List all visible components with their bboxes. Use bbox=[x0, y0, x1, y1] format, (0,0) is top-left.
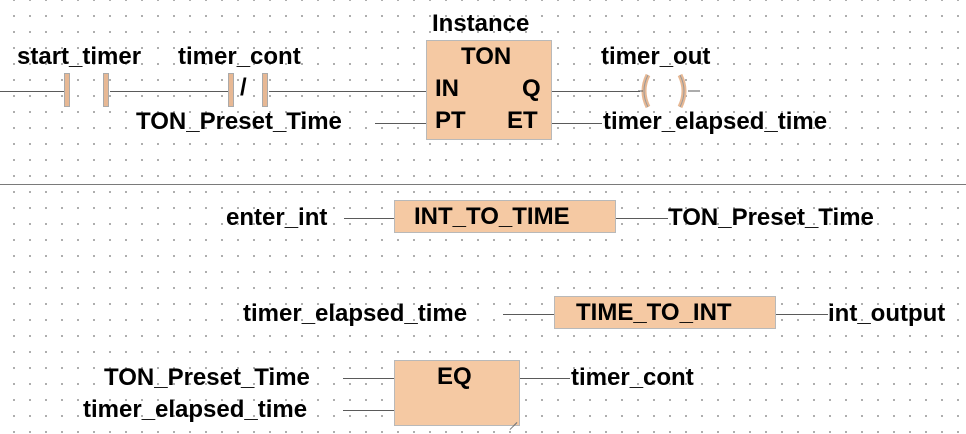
start-timer-contact-left-bar[interactable] bbox=[64, 73, 70, 107]
timer-cont-contact-left-bar[interactable] bbox=[228, 73, 234, 107]
eq-input2-wire bbox=[343, 410, 394, 411]
ton-preset-time-output[interactable]: TON_Preset_Time bbox=[668, 204, 874, 231]
ton-function-block[interactable] bbox=[426, 40, 552, 140]
time-to-int-output-wire bbox=[776, 314, 828, 315]
timer-out-coil[interactable] bbox=[638, 71, 700, 111]
start-timer-contact-right-bar[interactable] bbox=[103, 73, 109, 107]
ton-pt-variable[interactable]: TON_Preset_Time bbox=[136, 108, 342, 135]
ton-block-title: TON bbox=[461, 43, 512, 70]
rung1-wire-left bbox=[0, 91, 64, 92]
int-to-time-input-wire bbox=[344, 218, 394, 219]
int-to-time-title: INT_TO_TIME bbox=[414, 203, 570, 230]
pt-input-wire bbox=[375, 123, 426, 124]
eq-input1-wire bbox=[343, 378, 394, 379]
rung-separator bbox=[0, 184, 966, 185]
eq-block[interactable] bbox=[394, 360, 520, 426]
timer-elapsed-time-input[interactable]: timer_elapsed_time bbox=[243, 300, 468, 327]
int-to-time-block[interactable] bbox=[394, 200, 616, 233]
timer-cont-label: timer_cont bbox=[178, 43, 301, 70]
eq-input-ton-preset-time[interactable]: TON_Preset_Time bbox=[104, 364, 310, 391]
eq-block-resize-grip[interactable] bbox=[507, 413, 517, 423]
timer-cont-negation-symbol: / bbox=[240, 74, 247, 101]
et-output-wire bbox=[552, 123, 602, 124]
time-to-int-input-wire bbox=[503, 314, 554, 315]
time-to-int-title: TIME_TO_INT bbox=[576, 299, 732, 326]
eq-input-timer-elapsed-time[interactable]: timer_elapsed_time bbox=[83, 396, 308, 423]
rung1-wire-mid bbox=[110, 91, 228, 92]
enter-int-input[interactable]: enter_int bbox=[226, 204, 328, 231]
q-output-wire bbox=[552, 91, 640, 92]
instance-label: Instance bbox=[432, 10, 530, 37]
timer-cont-contact-right-bar[interactable] bbox=[262, 73, 268, 107]
time-to-int-block[interactable] bbox=[554, 296, 776, 329]
ton-pin-q: Q bbox=[522, 75, 541, 102]
int-to-time-output-wire bbox=[616, 218, 668, 219]
eq-block-title: EQ bbox=[437, 363, 472, 390]
timer-cont-output[interactable]: timer_cont bbox=[571, 364, 694, 391]
int-output-label[interactable]: int_output bbox=[828, 300, 946, 327]
timer-elapsed-time-output[interactable]: timer_elapsed_time bbox=[603, 108, 828, 135]
eq-output-wire bbox=[520, 378, 570, 379]
start-timer-label: start_timer bbox=[17, 43, 142, 70]
ton-pin-in: IN bbox=[435, 75, 459, 102]
rung1-wire-to-in bbox=[269, 91, 426, 92]
ton-pin-et: ET bbox=[507, 107, 538, 134]
timer-out-label: timer_out bbox=[601, 43, 711, 70]
ton-pin-pt: PT bbox=[435, 107, 466, 134]
